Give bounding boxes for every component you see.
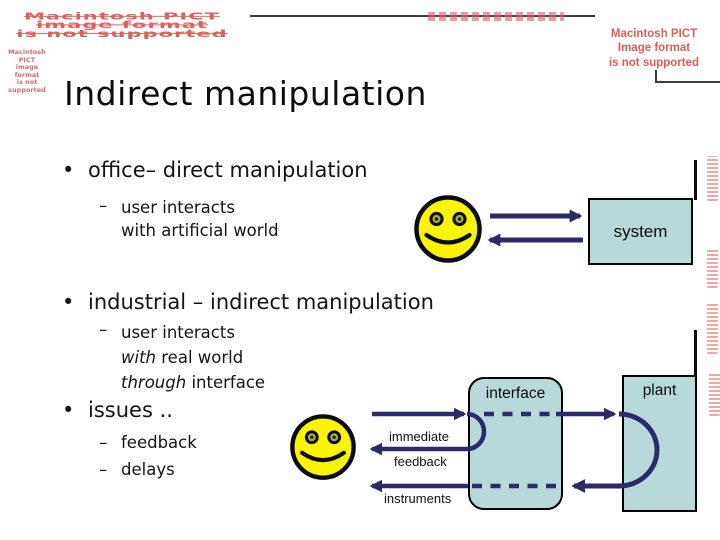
bullet-dot: •	[62, 398, 75, 422]
pict-error-line: is not supported	[8, 78, 46, 94]
plant-box-label: plant	[642, 382, 677, 399]
pict-smudge-artifact	[707, 249, 718, 288]
bullet-label: industrial – indirect manipulation	[88, 290, 434, 314]
sub-bullet-dash: –	[99, 433, 108, 452]
sub-line: through interface	[121, 373, 266, 392]
header-rule-line	[250, 15, 595, 17]
clipped-line-artifact	[694, 160, 697, 200]
page-title: Indirect manipulation	[64, 74, 427, 113]
pict-smear-artifact	[428, 12, 564, 21]
sub-bullet-user-artificial: – user interacts with artificial world	[99, 196, 279, 242]
feedback-label: feedback	[394, 454, 447, 469]
pict-error-topright: Macintosh PICT Image format is not suppo…	[588, 27, 720, 70]
pict-smudge-artifact	[707, 302, 718, 354]
sub-line: with artificial world	[121, 221, 279, 240]
system-box: system	[588, 198, 693, 265]
corner-bracket-vertical	[655, 70, 657, 83]
pict-error-line: Macintosh PICT	[24, 11, 220, 23]
sub-bullet-feedback: – feedback	[99, 433, 197, 452]
sub-bullet-user-real: – user interacts with real world through…	[99, 320, 265, 395]
pict-error-line: Macintosh PICT	[8, 48, 46, 64]
system-box-label: system	[613, 221, 668, 241]
pict-error-small: Macintosh PICT image format is not suppo…	[4, 48, 50, 94]
pict-smudge-artifact	[707, 156, 718, 201]
bullet-issues: • issues ..	[62, 398, 173, 423]
pict-error-line: is not supported	[608, 56, 700, 69]
smiley-mouth	[424, 232, 472, 245]
bullet-office: • office– direct manipulation	[62, 158, 368, 183]
pict-error-line: image format	[14, 63, 40, 79]
smiley-face-user-1	[414, 195, 482, 263]
sub-line: user interacts	[121, 198, 235, 217]
pict-error-stretched: Macintosh PICT image format is not suppo…	[6, 11, 238, 40]
pict-smudge-artifact	[709, 372, 720, 416]
bullet-label: office– direct manipulation	[88, 158, 368, 182]
pict-error-line: is not supported	[16, 28, 228, 40]
bullet-dot: •	[62, 290, 75, 314]
clipped-line-artifact	[694, 330, 697, 377]
pict-error-line: Image format	[617, 42, 691, 55]
sub-line: feedback	[121, 433, 197, 452]
sub-bullet-delays: – delays	[99, 460, 175, 479]
smiley-mouth	[300, 450, 346, 463]
interface-box: interface	[468, 377, 563, 510]
pict-error-line: image format	[36, 19, 208, 32]
bullet-label: issues ..	[88, 398, 173, 422]
instruments-label: instruments	[384, 491, 452, 506]
sub-line: user interacts	[121, 323, 235, 342]
corner-bracket-horizontal	[655, 81, 720, 83]
sub-bullet-dash: –	[99, 320, 108, 339]
interface-box-label: interface	[485, 385, 546, 402]
pict-error-line: Macintosh PICT	[610, 28, 698, 40]
sub-bullet-dash: –	[99, 196, 108, 215]
sub-line: delays	[121, 460, 175, 479]
sub-bullet-dash: –	[99, 460, 108, 479]
smiley-face-user-2	[290, 414, 356, 480]
sub-line: with real world	[121, 348, 244, 367]
bullet-industrial: • industrial – indirect manipulation	[62, 290, 434, 315]
plant-box: plant	[622, 375, 697, 512]
bullet-dot: •	[62, 158, 75, 182]
immediate-label: immediate	[389, 429, 449, 444]
